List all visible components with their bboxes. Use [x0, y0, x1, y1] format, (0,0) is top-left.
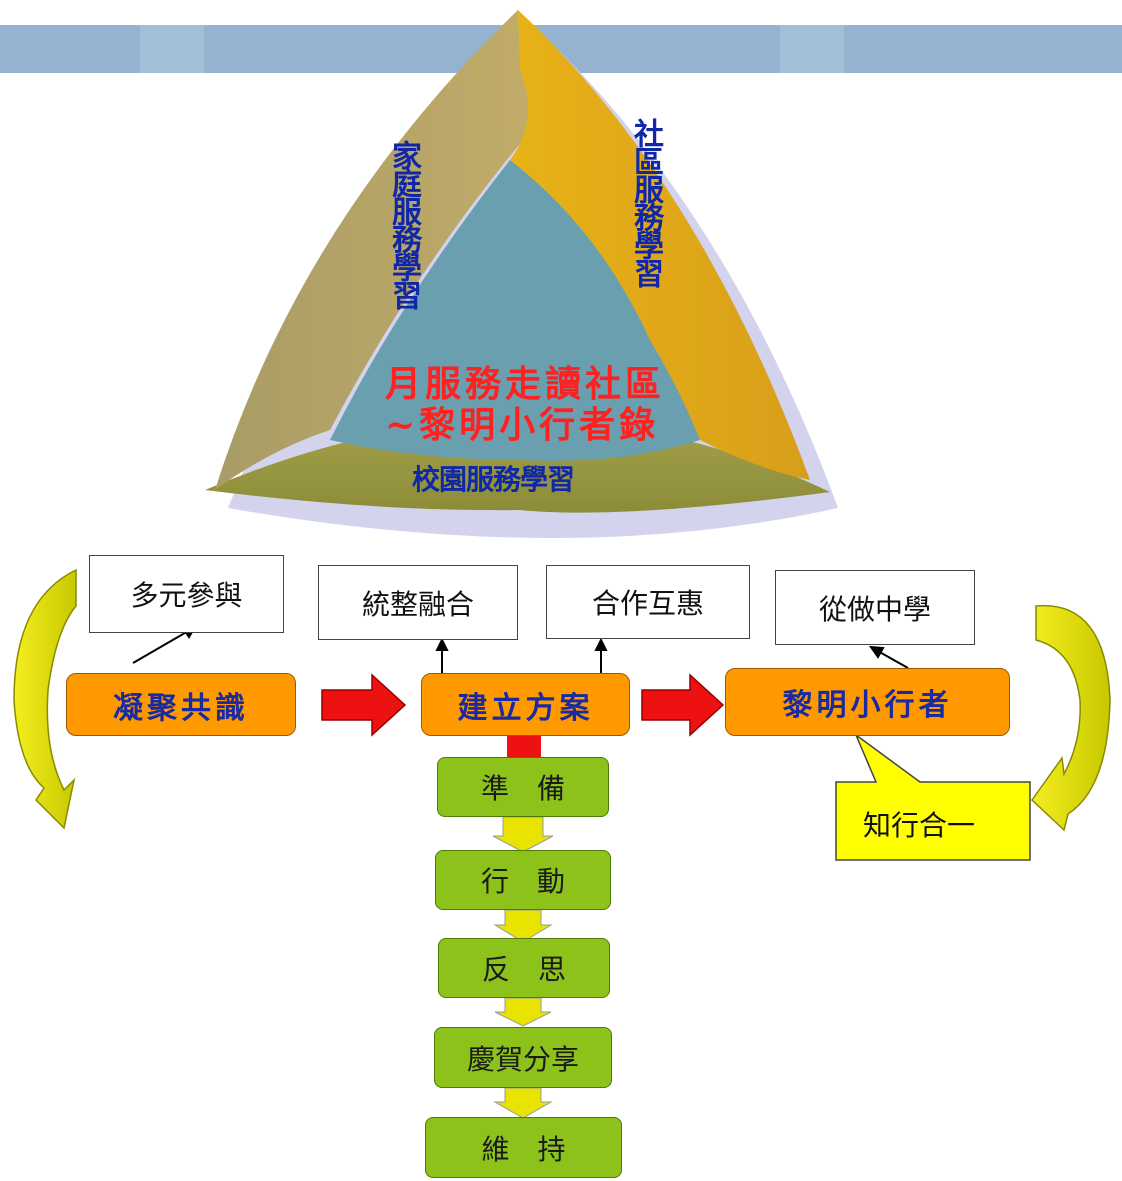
step-reflect: 反 思	[438, 938, 610, 998]
family-service-label: 家庭服務學習	[386, 140, 421, 308]
arrowhead	[868, 645, 885, 659]
red-connector	[507, 735, 541, 757]
label-box-integrate: 統整融合	[318, 565, 518, 640]
stage-plan: 建立方案	[421, 673, 630, 736]
step-prepare: 準 備	[437, 757, 609, 817]
right-curve-arrow	[1031, 604, 1111, 832]
community-service-label: 社區服務學習	[628, 118, 663, 286]
stage-consensus: 凝聚共識	[66, 673, 296, 736]
pyramid-right-face	[510, 10, 810, 480]
center-title-line1: 月服務走讀社區	[385, 363, 666, 405]
arrow-to-multi	[132, 629, 191, 664]
arrowhead	[435, 637, 449, 651]
arrowhead	[594, 637, 608, 651]
red-arrow-2	[641, 673, 725, 737]
step-connectors	[492, 816, 554, 1119]
center-title-line2: ~黎明小行者錄	[385, 404, 660, 446]
callout-bubble	[835, 732, 1031, 861]
pyramid-center-face	[330, 160, 700, 461]
banner-strip	[140, 25, 204, 73]
red-arrow-1	[321, 673, 407, 737]
left-curve-arrow	[13, 568, 77, 830]
step-celebrate: 慶賀分享	[434, 1027, 612, 1088]
step-action: 行 動	[435, 850, 611, 910]
pyramid-left-face	[215, 10, 540, 490]
label-box-learn: 從做中學	[775, 570, 975, 645]
label-box-cooperate: 合作互惠	[546, 565, 750, 639]
campus-service-label: 校園服務學習	[412, 463, 575, 496]
stage-walker: 黎明小行者	[725, 668, 1010, 736]
banner-strip	[780, 25, 844, 73]
step-sustain: 維 持	[425, 1117, 622, 1178]
label-box-multi: 多元參與	[89, 555, 284, 633]
callout-text: 知行合一	[863, 809, 976, 842]
